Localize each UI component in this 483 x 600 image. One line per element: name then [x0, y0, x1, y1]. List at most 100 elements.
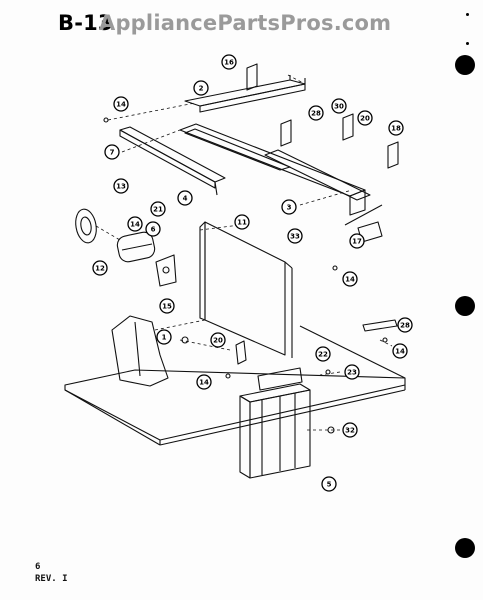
callout-2: 2 — [193, 80, 209, 96]
callout-number: 17 — [352, 238, 362, 246]
callout-number: 6 — [151, 226, 156, 234]
callout-16: 16 — [221, 54, 237, 70]
callout-12: 12 — [92, 260, 108, 276]
callout-number: 14 — [345, 276, 355, 284]
callout-circle — [287, 228, 303, 244]
diagram-code: B-13 — [58, 11, 113, 35]
front-rail-part — [119, 126, 226, 196]
callout-number: 30 — [334, 103, 344, 111]
grille-frame-part — [239, 367, 311, 479]
callout-number: 13 — [116, 183, 126, 191]
callout-circle — [196, 374, 212, 390]
top-cover-part — [179, 123, 383, 226]
callout-18: 18 — [388, 120, 404, 136]
callout-circle — [331, 98, 347, 114]
callout-6: 6 — [145, 221, 161, 237]
callout-circle — [281, 199, 297, 215]
blower-housing-part — [75, 208, 97, 244]
callout-circle — [349, 233, 365, 249]
callout-number: 28 — [311, 110, 321, 118]
callout-number: 14 — [116, 101, 126, 109]
callout-number: 15 — [162, 303, 172, 311]
callout-13: 13 — [113, 178, 129, 194]
callout-circle — [127, 216, 143, 232]
callout-4: 4 — [177, 190, 193, 206]
callout-7: 7 — [104, 144, 120, 160]
callout-circle — [210, 332, 226, 348]
callout-number: 23 — [347, 369, 357, 377]
callout-number: 3 — [287, 204, 292, 212]
callout-circle — [177, 190, 193, 206]
callout-14: 14 — [113, 96, 129, 112]
callout-28: 28 — [397, 317, 413, 333]
callout-20: 20 — [210, 332, 226, 348]
callout-14: 14 — [342, 271, 358, 287]
callout-15: 15 — [159, 298, 175, 314]
callout-circle — [113, 178, 129, 194]
callout-20: 20 — [357, 110, 373, 126]
callout-30: 30 — [331, 98, 347, 114]
callout-circle — [193, 80, 209, 96]
callout-circle — [342, 422, 358, 438]
side-partition-part — [111, 315, 169, 387]
callout-22: 22 — [315, 346, 331, 362]
leader-lines — [95, 74, 393, 431]
motor-part — [116, 231, 156, 263]
callout-23: 23 — [344, 364, 360, 380]
callout-circle — [388, 120, 404, 136]
binder-hole-top — [455, 55, 475, 75]
callout-21: 21 — [150, 201, 166, 217]
callout-number: 12 — [95, 265, 105, 273]
callout-28: 28 — [308, 105, 324, 121]
callout-layer: 1234567111213141414141415161718202021222… — [92, 54, 413, 492]
scan-speck — [466, 42, 469, 45]
callout-33: 33 — [287, 228, 303, 244]
callout-number: 21 — [153, 206, 163, 214]
callout-number: 14 — [199, 379, 209, 387]
callout-number: 14 — [395, 348, 405, 356]
site-watermark: AppliancePartsPros.com — [99, 11, 392, 35]
callout-number: 11 — [237, 219, 247, 227]
callout-number: 4 — [183, 195, 188, 203]
revision-label: REV. I — [35, 574, 68, 584]
callout-number: 28 — [400, 322, 410, 330]
scan-speck — [466, 13, 469, 16]
callout-number: 7 — [110, 149, 115, 157]
callout-circle — [145, 221, 161, 237]
callout-14: 14 — [196, 374, 212, 390]
callout-3: 3 — [281, 199, 297, 215]
callout-number: 20 — [213, 337, 223, 345]
callout-circle — [104, 144, 120, 160]
binder-hole-middle — [455, 296, 475, 316]
callout-circle — [308, 105, 324, 121]
callout-circle — [342, 271, 358, 287]
motor-bracket-part — [155, 254, 177, 287]
callout-14: 14 — [392, 343, 408, 359]
callout-32: 32 — [342, 422, 358, 438]
callout-circle — [150, 201, 166, 217]
callout-1: 1 — [156, 329, 172, 345]
callout-circle — [234, 214, 250, 230]
callout-11: 11 — [234, 214, 250, 230]
callout-number: 1 — [162, 334, 167, 342]
callout-circle — [221, 54, 237, 70]
callout-14: 14 — [127, 216, 143, 232]
callout-number: 33 — [290, 233, 300, 241]
page-number: 6 — [35, 562, 41, 572]
callout-circle — [397, 317, 413, 333]
callout-number: 16 — [224, 59, 234, 67]
callout-number: 2 — [199, 85, 204, 93]
callout-circle — [159, 298, 175, 314]
callout-5: 5 — [321, 476, 337, 492]
callout-circle — [344, 364, 360, 380]
callout-circle — [392, 343, 408, 359]
callout-number: 5 — [327, 481, 332, 489]
binder-hole-bottom — [455, 538, 475, 558]
fastener-parts — [103, 117, 388, 434]
callout-number: 18 — [391, 125, 401, 133]
callout-number: 22 — [318, 351, 328, 359]
callout-number: 20 — [360, 115, 370, 123]
callout-circle — [92, 260, 108, 276]
